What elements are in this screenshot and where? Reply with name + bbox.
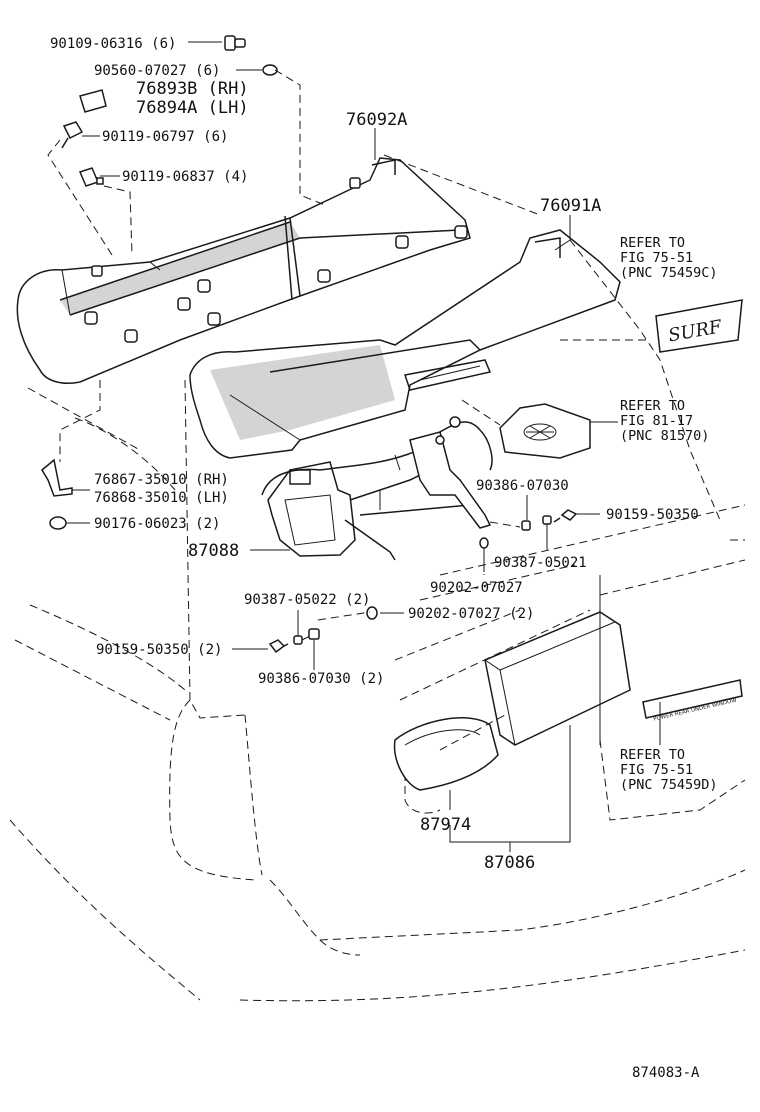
nut-90386-icon (521, 520, 531, 531)
ref-note-line: (PNC 75459C) (620, 265, 718, 281)
upper-garnish-76092a (16, 157, 471, 384)
bolt-90119-06797-icon (61, 121, 84, 149)
ref-note-line: REFER TO (620, 398, 685, 414)
label-76894a: 76894A (LH) (136, 98, 249, 118)
label-90386-07030-2: 90386-07030 (2) (258, 671, 384, 687)
fasteners (41, 35, 578, 654)
label-90387-05021: 90387-05021 (494, 555, 587, 571)
label-90202-07027: 90202-07027 (430, 580, 523, 596)
ref-note-81570: REFER TO FIG 81-17 (PNC 81570) (620, 398, 709, 444)
part-labels: 90109-06316 (6) 90560-07027 (6) 76893B (… (50, 36, 699, 873)
ref-note-line: REFER TO (620, 235, 685, 251)
label-76092a: 76092A (346, 110, 407, 130)
leader-lines (66, 41, 661, 852)
clip-76893b-icon (79, 89, 107, 113)
label-76867-35010: 76867-35010 (RH) (94, 472, 229, 488)
bolt-90159-2-icon (268, 639, 289, 654)
label-90119-06797: 90119-06797 (6) (102, 129, 228, 145)
lock-actuator-87088 (261, 416, 493, 561)
ref-note-75459c: REFER TO FIG 75-51 (PNC 75459C) (620, 235, 718, 281)
washer-90202-icon (479, 537, 489, 549)
garnish-clip-pins (84, 177, 468, 343)
bracket-76867-icon (41, 458, 73, 497)
back-door-handle-87086 (393, 611, 631, 791)
washer-90560-icon (262, 64, 278, 76)
bolt-90159-icon (553, 509, 578, 523)
surf-emblem: SURF (655, 299, 743, 353)
collar-90387-05021-icon (542, 515, 552, 525)
label-87086: 87086 (484, 853, 535, 873)
label-90386-07030: 90386-07030 (476, 478, 569, 494)
nut-90176-icon (49, 516, 67, 530)
screw-90109-icon (224, 35, 246, 51)
label-90159-50350: 90159-50350 (606, 507, 699, 523)
label-76893b: 76893B (RH) (136, 79, 249, 99)
high-mount-stop-lamp (499, 403, 591, 459)
label-90560-07027: 90560-07027 (6) (94, 63, 220, 79)
reference-notes: REFER TO FIG 75-51 (PNC 75459C) REFER TO… (620, 235, 718, 793)
ref-note-75459d: REFER TO FIG 75-51 (PNC 75459D) (620, 747, 718, 793)
label-76868-35010: 76868-35010 (LH) (94, 490, 229, 506)
collar-90387-05022-icon (293, 635, 303, 645)
label-87974: 87974 (420, 815, 471, 835)
ref-note-line: (PNC 81570) (620, 428, 709, 444)
washer-90202-2-icon (366, 606, 378, 620)
ref-note-line: (PNC 75459D) (620, 777, 718, 793)
label-87088: 87088 (188, 541, 239, 561)
label-90176-06023: 90176-06023 (2) (94, 516, 220, 532)
caution-sticker: POWER REAR UNDER WINDOW (642, 679, 743, 723)
assembly-lines (47, 69, 721, 641)
ref-note-line: FIG 75-51 (620, 762, 693, 778)
ref-note-line: REFER TO (620, 747, 685, 763)
label-90159-50350-2: 90159-50350 (2) (96, 642, 222, 658)
vehicle-body-outline (9, 379, 746, 1002)
back-door-garnish-76091a (189, 229, 621, 459)
label-90202-07027-2: 90202-07027 (2) (408, 606, 534, 622)
figure-code: 874083-A (632, 1065, 700, 1081)
bolt-90119-06837-icon (78, 167, 104, 187)
label-90109-06316: 90109-06316 (6) (50, 36, 176, 52)
ref-note-line: FIG 75-51 (620, 250, 693, 266)
label-90119-06837: 90119-06837 (4) (122, 169, 248, 185)
nut-90386-2-icon (308, 628, 320, 640)
ref-note-line: FIG 81-17 (620, 413, 693, 429)
label-90387-05022: 90387-05022 (2) (244, 592, 370, 608)
label-76091a: 76091A (540, 196, 601, 216)
